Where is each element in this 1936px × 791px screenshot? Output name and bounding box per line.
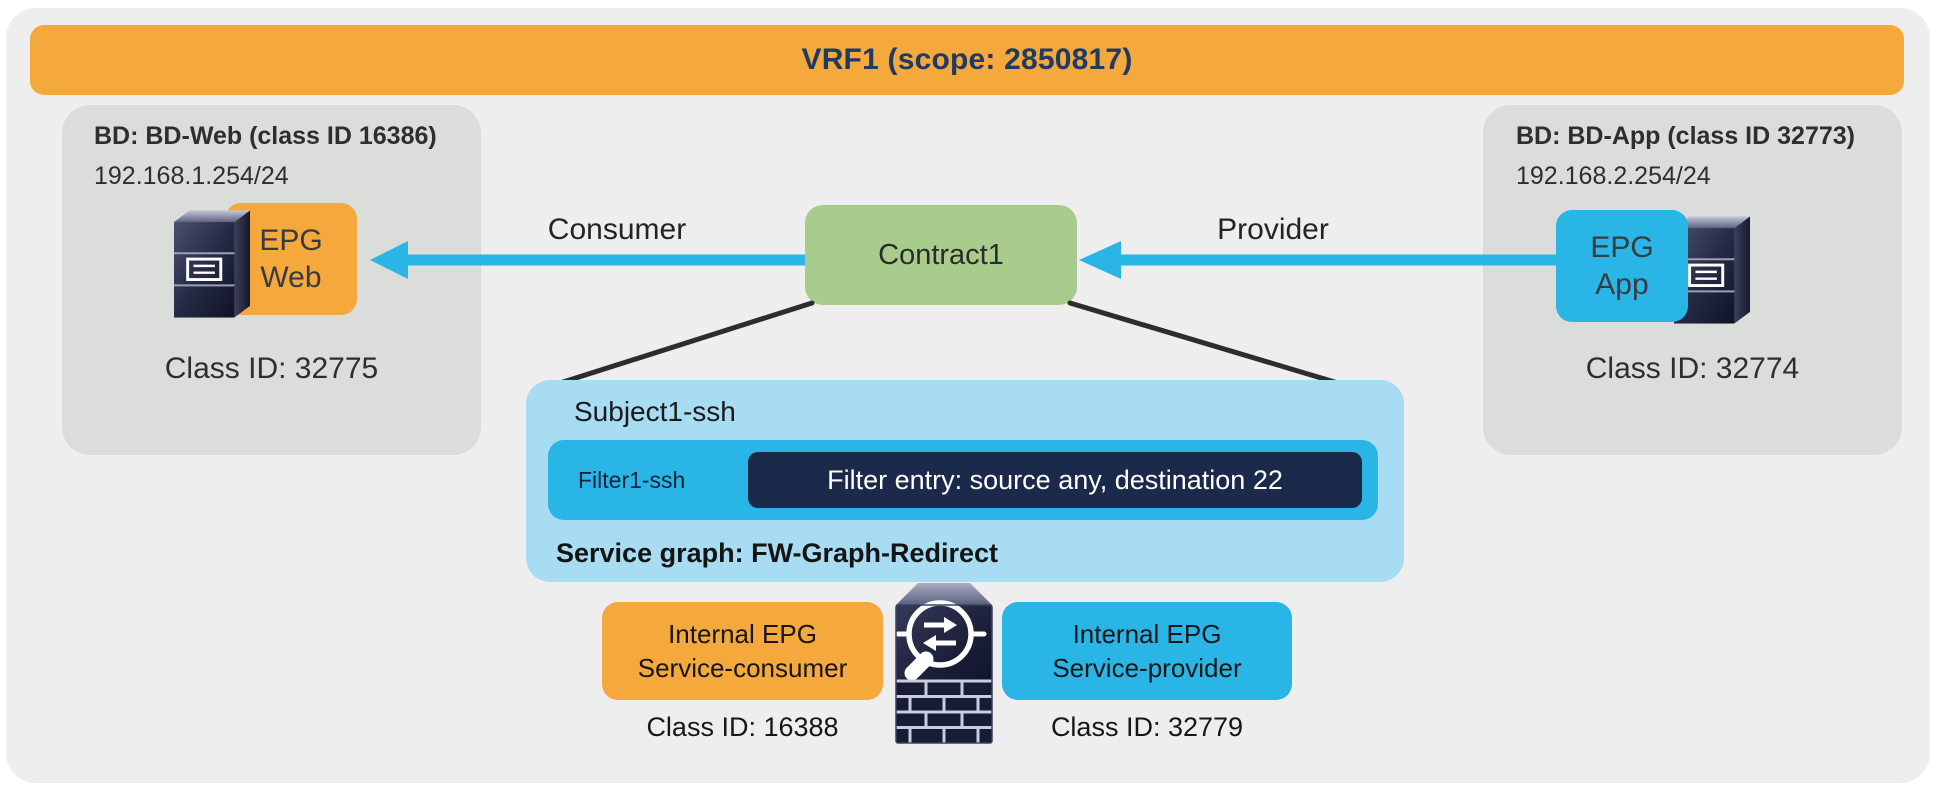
service-provider-epg-box: Internal EPG Service-provider [1002,602,1292,700]
vrf-banner-title: VRF1 (scope: 2850817) [801,43,1133,76]
service-consumer-epg-label: Internal EPG Service-consumer [637,619,848,683]
epg-app-label: EPG App [1590,231,1654,301]
service-consumer-class-id: Class ID: 16388 [646,712,839,742]
subject-title: Subject1-ssh [574,396,736,427]
bd-web-class-id: Class ID: 32775 [164,352,379,385]
filter-box: Filter1-ssh Filter entry: source any, de… [548,440,1378,520]
bd-web-subnet: 192.168.1.254/24 [94,162,289,190]
provider-label: Provider [1217,213,1329,246]
service-graph-label: Service graph: FW-Graph-Redirect [556,538,999,568]
epg-app-box: EPG App [1556,210,1688,322]
vrf-banner: VRF1 (scope: 2850817) [30,25,1904,95]
contract-box: Contract1 [805,205,1077,305]
service-provider-class-id: Class ID: 32779 [1050,712,1244,742]
contract-label: Contract1 [878,238,1004,271]
bd-app-subnet: 192.168.2.254/24 [1516,162,1711,190]
filter-entry-box: Filter entry: source any, destination 22 [748,452,1362,508]
epg-web-label: EPG Web [259,224,323,294]
bd-web-title: BD: BD-Web (class ID 16386) [94,122,437,150]
service-provider-epg-label: Internal EPG Service-provider [1052,619,1242,683]
filter-name: Filter1-ssh [578,466,686,493]
bd-app-title: BD: BD-App (class ID 32773) [1516,122,1855,150]
server-icon [174,210,250,318]
firewall-inspection-icon [895,583,993,744]
consumer-label: Consumer [547,213,687,246]
subject-box: Subject1-ssh Filter1-ssh Filter entry: s… [526,380,1404,582]
service-consumer-epg-box: Internal EPG Service-consumer [602,602,883,700]
bd-app-class-id: Class ID: 32774 [1585,352,1800,385]
